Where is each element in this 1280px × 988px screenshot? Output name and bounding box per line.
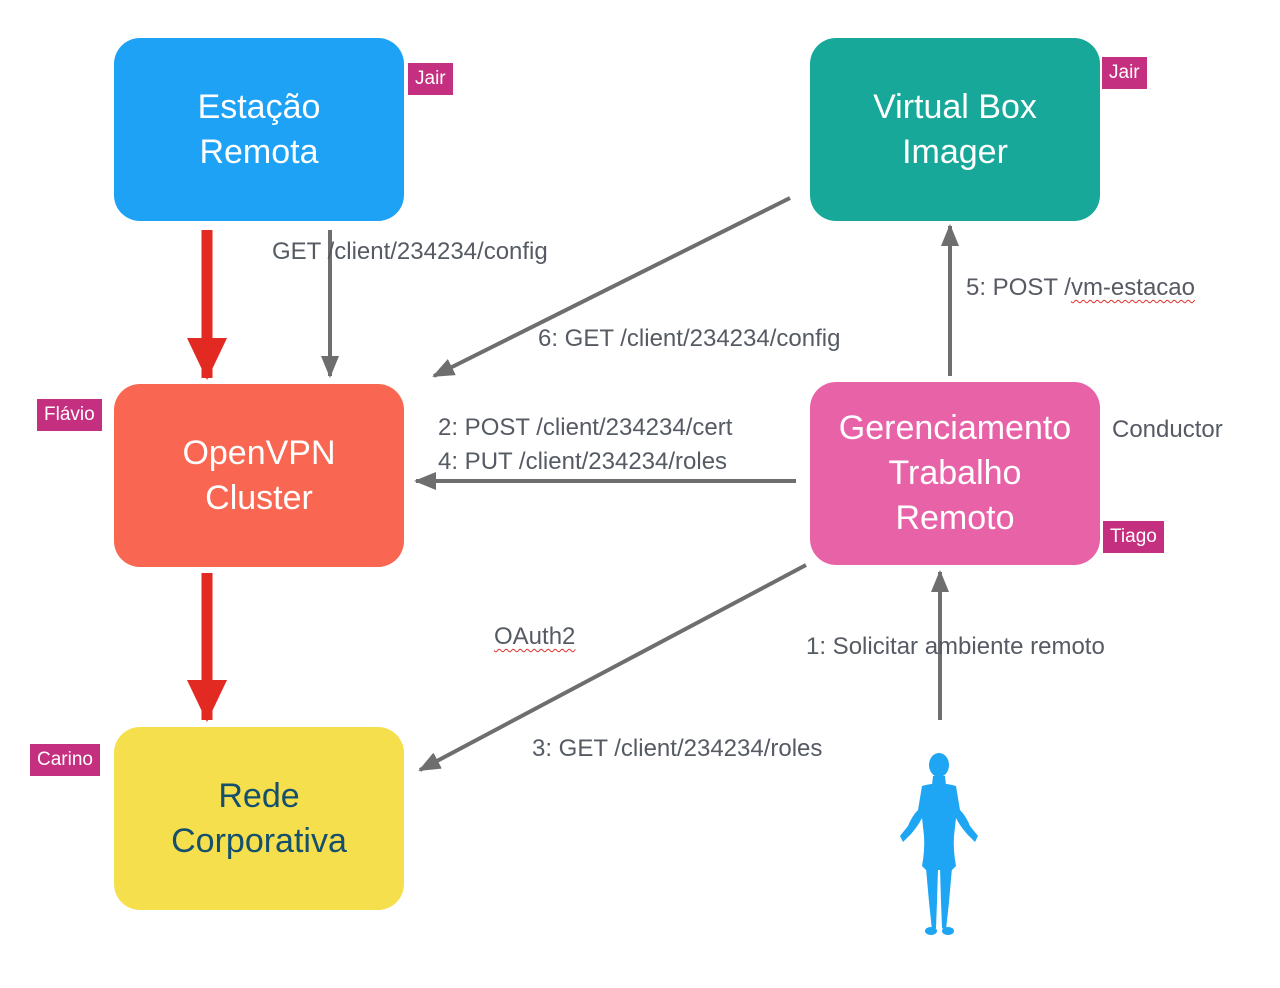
edge-label-path: vm-estacao [1070, 274, 1195, 301]
edge-label-get-roles: 3: GET /client/234234/roles [532, 735, 823, 762]
node-label: Rede [218, 776, 300, 815]
edge-label-get-config: GET /client/234234/config [272, 238, 548, 265]
node-virtual-box-imager: Virtual Box Imager [810, 38, 1100, 221]
owner-tag-rede: Carino [30, 744, 100, 776]
edge-label-post-vm-estacao: 5: POST /vm-estacao [966, 273, 1195, 303]
owner-tag-gerenciamento: Tiago [1103, 521, 1164, 553]
node-label: Gerenciamento [838, 409, 1072, 447]
owner-tag-estacao: Jair [408, 63, 453, 95]
edge-label-oauth2: OAuth2 [494, 623, 576, 650]
arrow-gerenc-to-rede [418, 563, 807, 772]
edge-label-prefix: 5: POST / [966, 274, 1071, 301]
owner-tag-vbox: Jair [1102, 57, 1147, 89]
node-label: Trabalho [888, 454, 1022, 492]
node-label: Remota [199, 132, 319, 171]
node-label: Remoto [895, 499, 1015, 537]
conductor-label: Conductor [1112, 416, 1223, 443]
node-label: Imager [902, 132, 1008, 171]
edge-label-post-cert: 2: POST /client/234234/cert [438, 414, 733, 441]
node-label: Cluster [205, 478, 313, 517]
node-label: Corporativa [171, 821, 347, 860]
node-label: Estação [197, 87, 321, 126]
node-label: OpenVPN [182, 433, 336, 472]
node-label: Virtual Box [873, 87, 1037, 126]
arrow-vbox-to-openvpn [432, 196, 791, 378]
node-estacao-remota: Estação Remota [114, 38, 404, 221]
node-rede-corporativa: Rede Corporativa [114, 727, 404, 910]
node-gerenciamento-trabalho-remoto: Gerenciamento Trabalho Remoto [810, 382, 1100, 565]
person-silhouette-icon [900, 753, 978, 935]
owner-tag-openvpn: Flávio [37, 399, 102, 431]
edge-label-solicitar: 1: Solicitar ambiente remoto [806, 633, 1105, 660]
edge-label-put-roles: 4: PUT /client/234234/roles [438, 448, 728, 475]
node-openvpn-cluster: OpenVPN Cluster [114, 384, 404, 567]
edge-label-get-config-6: 6: GET /client/234234/config [538, 325, 841, 352]
